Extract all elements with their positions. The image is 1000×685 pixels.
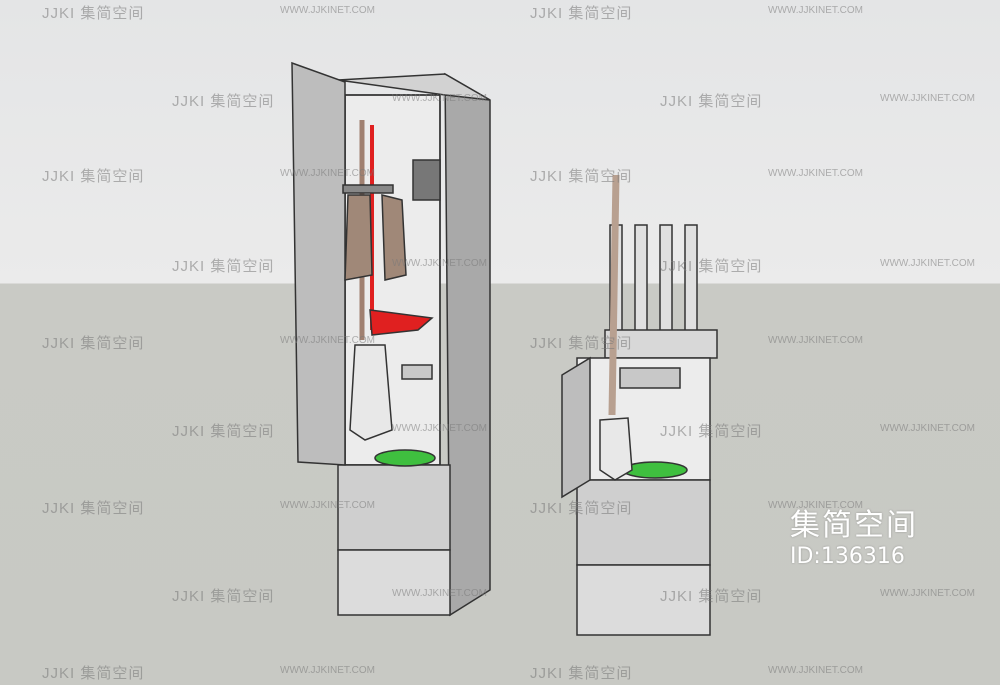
watermark-logo: JJKI 集简空间 (660, 588, 763, 605)
watermark-website: WWW.JJKINET.COM (392, 93, 487, 104)
watermark-logo: JJKI 集简空间 (660, 258, 763, 275)
watermark-logo: JJKI 集简空间 (530, 500, 633, 517)
watermark-website: WWW.JJKINET.COM (280, 665, 375, 676)
watermark-logo: JJKI 集简空间 (42, 665, 145, 682)
watermark-website: WWW.JJKINET.COM (768, 5, 863, 16)
watermark-website: WWW.JJKINET.COM (880, 93, 975, 104)
watermark-website: WWW.JJKINET.COM (768, 168, 863, 179)
watermark-logo: JJKI 集简空间 (42, 335, 145, 352)
watermark-website: WWW.JJKINET.COM (392, 588, 487, 599)
short-cabinet-door (561, 356, 591, 499)
watermark-website: WWW.JJKINET.COM (392, 258, 487, 269)
watermark-logo: JJKI 集简空间 (660, 93, 763, 110)
watermark-website: WWW.JJKINET.COM (392, 423, 487, 434)
watermark-logo: JJKI 集简空间 (172, 588, 275, 605)
tall-cabinet-door (291, 61, 346, 466)
watermark-stamp: 集简空间 ID:136316 (790, 500, 918, 569)
watermark-website: WWW.JJKINET.COM (280, 168, 375, 179)
watermark-website: WWW.JJKINET.COM (768, 500, 863, 511)
watermark-logo: JJKI 集简空间 (172, 93, 275, 110)
watermark-website: WWW.JJKINET.COM (280, 5, 375, 16)
watermark-website: WWW.JJKINET.COM (280, 335, 375, 346)
watermark-website: WWW.JJKINET.COM (880, 258, 975, 269)
watermark-logo: JJKI 集简空间 (530, 335, 633, 352)
watermark-logo: JJKI 集简空间 (530, 5, 633, 22)
watermark-logo: JJKI 集简空间 (660, 423, 763, 440)
watermark-logo: JJKI 集简空间 (530, 168, 633, 185)
watermark-logo: JJKI 集简空间 (42, 168, 145, 185)
short-cabinet (561, 174, 718, 636)
watermark-title: 集简空间 (790, 508, 918, 543)
watermark-logo: JJKI 集简空间 (42, 500, 145, 517)
watermark-website: WWW.JJKINET.COM (880, 423, 975, 434)
tall-cabinet (291, 61, 491, 617)
watermark-website: WWW.JJKINET.COM (880, 588, 975, 599)
watermark-logo: JJKI 集简空间 (172, 258, 275, 275)
watermark-logo: JJKI 集简空间 (172, 423, 275, 440)
watermark-id: ID:136316 (790, 544, 905, 569)
watermark-website: WWW.JJKINET.COM (768, 335, 863, 346)
watermark-website: WWW.JJKINET.COM (768, 665, 863, 676)
watermark-website: WWW.JJKINET.COM (280, 500, 375, 511)
watermark-logo: JJKI 集简空间 (530, 665, 633, 682)
watermark-logo: JJKI 集简空间 (42, 5, 145, 22)
